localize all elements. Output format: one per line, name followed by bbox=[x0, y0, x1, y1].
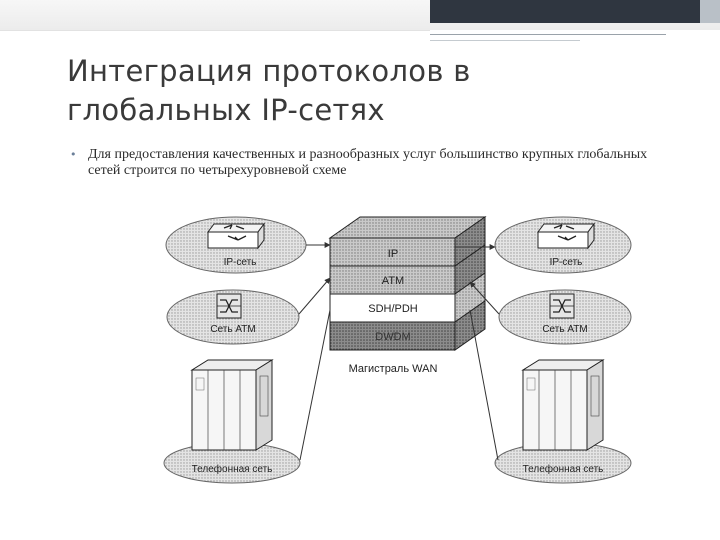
right-atm-label: Сеть АТМ bbox=[542, 324, 587, 335]
left-ip-network: IP-сеть bbox=[165, 216, 307, 274]
right-atm-network: Сеть АТМ bbox=[498, 289, 632, 345]
telephone-exchange-icon bbox=[521, 359, 605, 451]
bullet-icon: • bbox=[70, 148, 77, 161]
telephone-exchange-icon bbox=[190, 359, 274, 451]
right-ip-network: IP-сеть bbox=[494, 216, 632, 274]
top-accent-edge bbox=[700, 0, 720, 23]
backbone-label: Магистраль WAN bbox=[349, 363, 438, 375]
connector-left-atm bbox=[298, 277, 331, 315]
bullet-item: • Для предоставления качественных и разн… bbox=[70, 147, 670, 179]
layer-ip-label: IP bbox=[388, 248, 398, 260]
layer-sdh-label: SDH/PDH bbox=[368, 303, 418, 315]
layer-sdh bbox=[329, 293, 456, 323]
atm-switch-icon bbox=[549, 293, 575, 319]
connector-lines bbox=[298, 242, 500, 461]
left-atm-network: Сеть АТМ bbox=[166, 289, 300, 345]
router-icon bbox=[207, 222, 265, 250]
layer-ip bbox=[329, 237, 456, 267]
layer-dwdm bbox=[329, 321, 456, 351]
wan-backbone-stack: IP ATM SDH/PDH DWDM Магистраль WAN bbox=[328, 216, 487, 375]
left-atm-label: Сеть АТМ bbox=[210, 324, 255, 335]
right-phone-label: Телефонная сеть bbox=[523, 463, 604, 475]
right-phone-network: Телефонная сеть bbox=[494, 359, 632, 484]
layer-dwdm-label: DWDM bbox=[375, 331, 410, 343]
decor-line-short bbox=[430, 40, 580, 41]
decor-line bbox=[430, 34, 666, 35]
left-phone-network: Телефонная сеть bbox=[163, 359, 301, 484]
right-ip-label: IP-сеть bbox=[550, 257, 583, 268]
left-ip-label: IP-сеть bbox=[224, 257, 257, 268]
left-phone-label: Телефонная сеть bbox=[192, 463, 273, 475]
bullet-text: Для предоставления качественных и разноо… bbox=[88, 147, 648, 178]
top-accent-bar bbox=[430, 0, 720, 23]
layer-atm-label: ATM bbox=[382, 275, 404, 287]
top-divider bbox=[0, 30, 430, 31]
slide-title: Интеграция протоколов в глобальных IP-се… bbox=[67, 54, 471, 127]
atm-switch-icon bbox=[216, 293, 242, 319]
connector-left-phone bbox=[299, 309, 331, 461]
router-icon bbox=[537, 222, 595, 250]
connector-right-atm bbox=[469, 281, 500, 315]
connector-right-phone bbox=[469, 309, 499, 461]
